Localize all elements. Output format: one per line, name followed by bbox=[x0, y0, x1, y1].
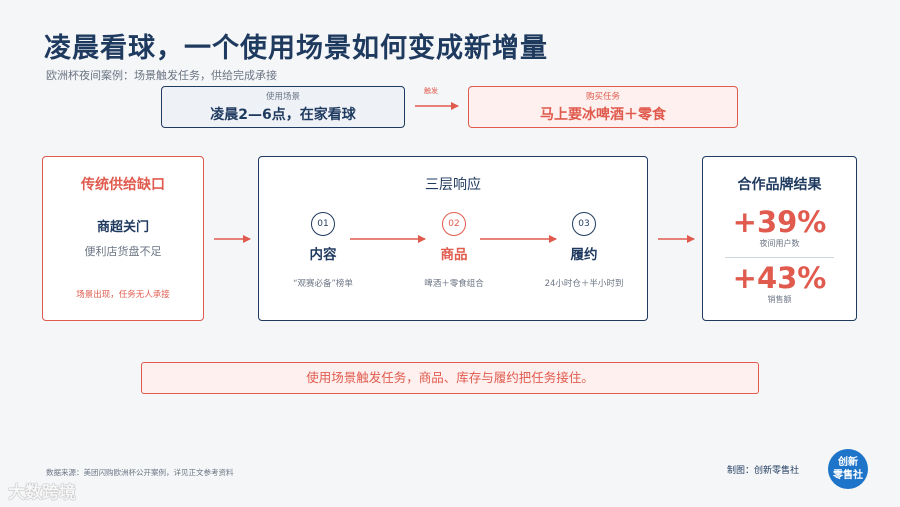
supply-gap-note: 场景出现，任务无人承接 bbox=[76, 290, 170, 300]
watermark: 大数跨境 bbox=[8, 483, 76, 503]
step-label: 内容 bbox=[309, 247, 337, 263]
results-heading: 合作品牌结果 bbox=[737, 177, 822, 193]
metric-divider bbox=[725, 257, 834, 258]
step-description: 啤酒＋零食组合 bbox=[424, 279, 484, 289]
supply-gap-subheading: 商超关门 bbox=[96, 220, 149, 235]
step-description: “观赛必备”榜单 bbox=[293, 279, 353, 289]
scene-text: 凌晨2—6点，在家看球 bbox=[210, 107, 356, 123]
step-fulfillment: 03 履约 24小时仓＋半小时到 bbox=[534, 212, 634, 289]
task-text: 马上要冰啤酒＋零食 bbox=[540, 107, 666, 123]
step-number-circle: 02 bbox=[442, 212, 466, 236]
response-panel: 三层响应 01 内容 “观赛必备”榜单 02 商品 啤酒＋零食组合 03 履约 … bbox=[258, 156, 648, 321]
supply-gap-panel: 传统供给缺口 商超关门 便利店货盘不足 场景出现，任务无人承接 bbox=[42, 156, 204, 321]
metric-caption: 夜间用户数 bbox=[759, 239, 800, 248]
step-description: 24小时仓＋半小时到 bbox=[544, 279, 624, 289]
conclusion-banner: 使用场景触发任务，商品、库存与履约把任务接住。 bbox=[141, 362, 759, 394]
step-label: 履约 bbox=[570, 247, 598, 263]
results-panel: 合作品牌结果 +39% 夜间用户数 +43% 销售额 bbox=[702, 156, 857, 321]
page-title: 凌晨看球，一个使用场景如何变成新增量 bbox=[44, 33, 548, 64]
metric-value: +39% bbox=[732, 205, 827, 239]
metric-caption: 销售额 bbox=[767, 295, 792, 304]
logo-badge-icon: 创新 零售社 bbox=[828, 449, 868, 489]
task-caption: 购买任务 bbox=[585, 92, 620, 102]
scene-caption: 使用场景 bbox=[265, 92, 300, 102]
data-source: 数据来源：美团闪购欧洲杯公开案例，详见正文参考资料 bbox=[46, 468, 234, 477]
logo-text-bottom: 零售社 bbox=[833, 470, 863, 481]
step-label: 商品 bbox=[440, 247, 468, 263]
step-product: 02 商品 啤酒＋零食组合 bbox=[404, 212, 504, 289]
trigger-label: 触发 bbox=[424, 87, 438, 95]
step-content: 01 内容 “观赛必备”榜单 bbox=[273, 212, 373, 289]
step-number-circle: 03 bbox=[572, 212, 596, 236]
scene-box: 使用场景 凌晨2—6点，在家看球 bbox=[161, 86, 405, 128]
metric-value: +43% bbox=[732, 261, 827, 295]
response-heading: 三层响应 bbox=[425, 177, 481, 193]
page-subtitle: 欧洲杯夜间案例：场景触发任务，供给完成承接 bbox=[46, 69, 277, 82]
supply-gap-heading: 传统供给缺口 bbox=[81, 177, 165, 193]
logo-text-top: 创新 bbox=[838, 457, 858, 468]
maker-credit: 制图：创新零售社 bbox=[727, 466, 800, 476]
metric-users: +39% 夜间用户数 bbox=[703, 206, 856, 249]
metric-sales: +43% 销售额 bbox=[703, 262, 856, 305]
supply-gap-description: 便利店货盘不足 bbox=[84, 245, 162, 258]
step-number-circle: 01 bbox=[311, 212, 335, 236]
task-box: 购买任务 马上要冰啤酒＋零食 bbox=[468, 86, 738, 128]
